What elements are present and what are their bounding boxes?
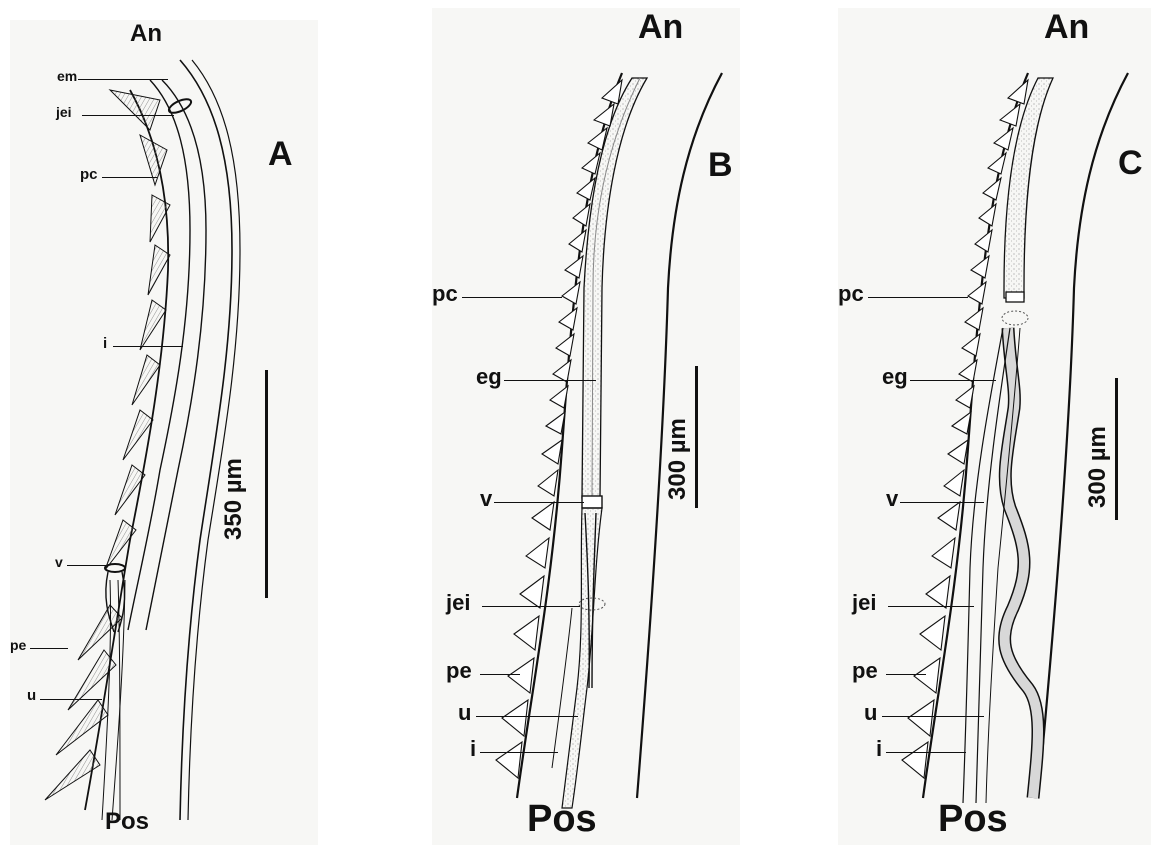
leader-u bbox=[882, 716, 984, 717]
vulva-ring bbox=[105, 564, 125, 572]
label-jei: jei bbox=[852, 590, 876, 616]
scale-bar-label: 300 µm bbox=[664, 418, 692, 500]
leader-eg bbox=[504, 380, 596, 381]
label-i: i bbox=[876, 736, 882, 762]
label-em: em bbox=[57, 68, 77, 84]
scale-bar bbox=[695, 366, 698, 508]
label-eg: eg bbox=[882, 364, 908, 390]
leader-pe bbox=[480, 674, 520, 675]
panel-a: An Pos A em jei pc i v pe u 350 µm bbox=[10, 20, 318, 845]
leader-pc bbox=[868, 297, 968, 298]
leader-v bbox=[494, 502, 584, 503]
panel-b-drawing bbox=[432, 8, 740, 845]
valve bbox=[1006, 292, 1024, 302]
scale-bar-label: 300 µm bbox=[1084, 426, 1112, 508]
label-pc: pc bbox=[432, 281, 458, 307]
leader-u bbox=[40, 699, 102, 700]
leader-jei bbox=[888, 606, 974, 607]
panel-c: An Pos C pc eg v jei pe u i 300 µm bbox=[838, 8, 1151, 845]
label-pc: pc bbox=[80, 166, 98, 183]
posterior-label: Pos bbox=[527, 798, 597, 841]
leader-i bbox=[480, 752, 558, 753]
scale-bar bbox=[265, 370, 268, 598]
label-u: u bbox=[458, 700, 471, 726]
valve bbox=[582, 496, 602, 508]
anterior-label: An bbox=[638, 8, 683, 47]
panel-letter: C bbox=[1118, 144, 1143, 183]
posterior-label: Pos bbox=[938, 798, 1008, 841]
leader-pe bbox=[30, 648, 68, 649]
label-v: v bbox=[55, 554, 63, 570]
label-pe: pe bbox=[10, 637, 26, 653]
label-pc: pc bbox=[838, 281, 864, 307]
scale-bar-label: 350 µm bbox=[220, 458, 248, 540]
panel-letter: A bbox=[268, 135, 293, 174]
label-v: v bbox=[480, 486, 492, 512]
junction-ring bbox=[1002, 311, 1028, 325]
duct-line-2 bbox=[976, 328, 1010, 803]
body-wall-outer-2 bbox=[188, 60, 240, 820]
scale-bar bbox=[1115, 378, 1118, 520]
label-i: i bbox=[103, 335, 107, 352]
leader-pc bbox=[462, 297, 562, 298]
label-u: u bbox=[27, 687, 36, 704]
inner-line bbox=[552, 608, 572, 768]
leader-i bbox=[886, 752, 966, 753]
label-eg: eg bbox=[476, 364, 502, 390]
label-pe: pe bbox=[852, 658, 878, 684]
leader-eg bbox=[910, 380, 996, 381]
leader-jei bbox=[82, 115, 174, 116]
junction-ring bbox=[167, 96, 193, 115]
label-i: i bbox=[470, 736, 476, 762]
panel-letter: B bbox=[708, 146, 733, 185]
intestine bbox=[562, 508, 602, 808]
posterior-label: Pos bbox=[105, 808, 149, 836]
leader-u bbox=[476, 716, 578, 717]
label-jei: jei bbox=[446, 590, 470, 616]
leader-jei bbox=[482, 606, 580, 607]
label-pe: pe bbox=[446, 658, 472, 684]
leader-i bbox=[113, 346, 183, 347]
label-u: u bbox=[864, 700, 877, 726]
label-jei: jei bbox=[56, 104, 72, 120]
leader-pe bbox=[886, 674, 926, 675]
label-v: v bbox=[886, 486, 898, 512]
anterior-label: An bbox=[1044, 8, 1089, 47]
anterior-label: An bbox=[130, 20, 162, 48]
leader-em bbox=[78, 79, 168, 80]
leader-v bbox=[67, 565, 107, 566]
leader-pc bbox=[102, 177, 157, 178]
uterus-tube-fill bbox=[1005, 328, 1038, 798]
panel-b: An Pos B pc eg v jei pe u i 300 µm bbox=[432, 8, 740, 845]
leader-v bbox=[900, 502, 984, 503]
